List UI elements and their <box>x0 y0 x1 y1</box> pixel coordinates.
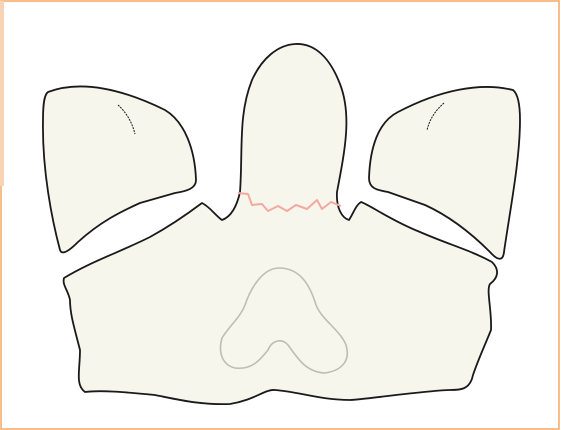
frame-accent <box>0 1 4 186</box>
